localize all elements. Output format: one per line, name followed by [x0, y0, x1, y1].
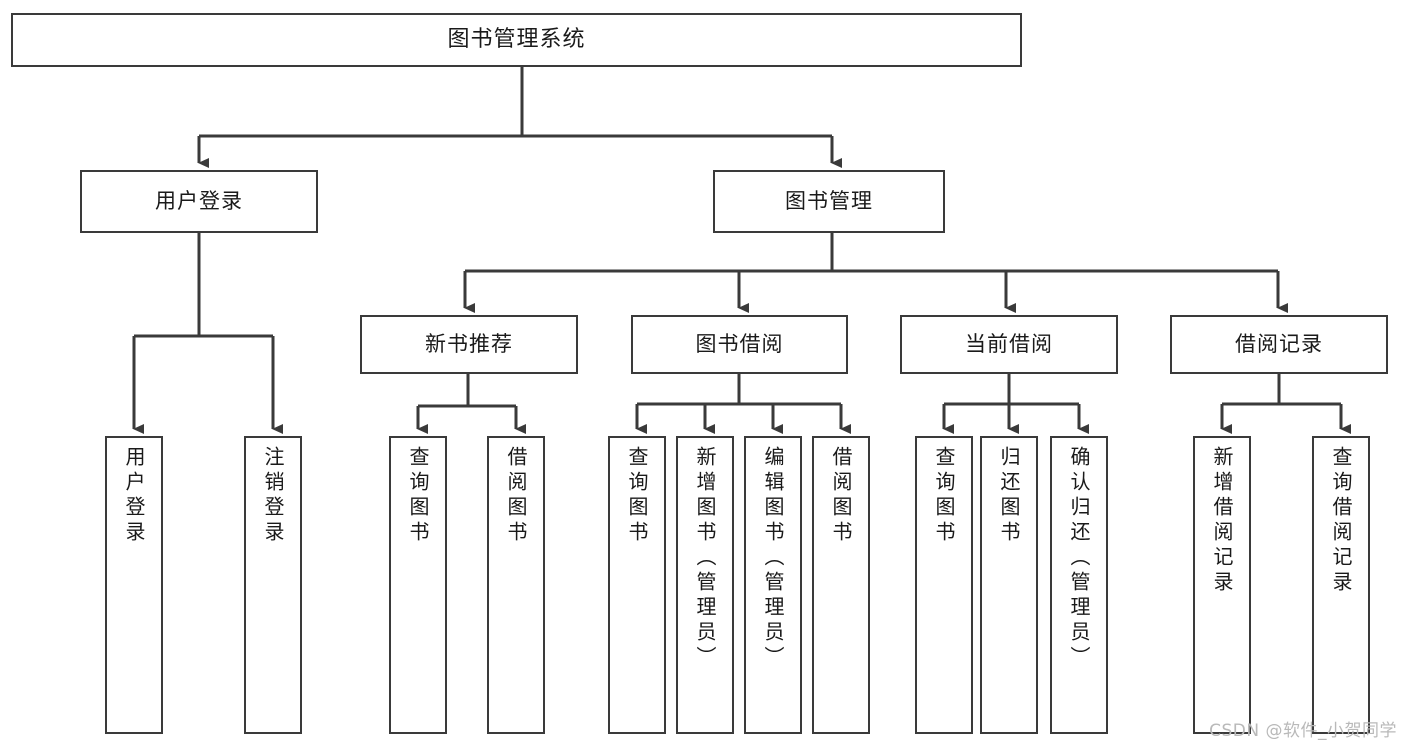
leaf-new-book-borrow-label: 借阅图书 [504, 446, 528, 546]
watermark-text: CSDN @软件_小贺同学 [1209, 721, 1397, 741]
node-root-label: 图书管理系统 [447, 26, 586, 52]
leaf-borrow-record-add[interactable]: 新增借阅记录 [1193, 436, 1251, 734]
node-book-management[interactable]: 图书管理 [713, 170, 945, 233]
node-user-login-label: 用户登录 [155, 188, 243, 213]
node-borrow-record-label: 借阅记录 [1235, 331, 1323, 356]
leaf-new-book-query-label: 查询图书 [406, 446, 430, 546]
leaf-book-borrow-lend-label: 借阅图书 [829, 446, 853, 546]
leaf-current-borrow-confirm-label: 确认归还（管理员） [1067, 446, 1091, 671]
leaf-current-borrow-return-label: 归还图书 [997, 446, 1021, 546]
leaf-book-borrow-edit[interactable]: 编辑图书（管理员） [744, 436, 802, 734]
leaf-book-borrow-add-label: 新增图书（管理员） [693, 446, 717, 671]
leaf-book-borrow-lend[interactable]: 借阅图书 [812, 436, 870, 734]
node-current-borrow-label: 当前借阅 [965, 331, 1053, 356]
leaf-current-borrow-return[interactable]: 归还图书 [980, 436, 1038, 734]
node-current-borrow[interactable]: 当前借阅 [900, 315, 1118, 374]
leaf-user-login-signin[interactable]: 用户登录 [105, 436, 163, 734]
leaf-borrow-record-add-label: 新增借阅记录 [1210, 446, 1234, 596]
node-borrow-record[interactable]: 借阅记录 [1170, 315, 1388, 374]
leaf-book-borrow-query-label: 查询图书 [625, 446, 649, 546]
leaf-book-borrow-query[interactable]: 查询图书 [608, 436, 666, 734]
leaf-book-borrow-add[interactable]: 新增图书（管理员） [676, 436, 734, 734]
leaf-borrow-record-query[interactable]: 查询借阅记录 [1312, 436, 1370, 734]
node-book-borrow[interactable]: 图书借阅 [631, 315, 848, 374]
leaf-user-login-signin-label: 用户登录 [122, 446, 146, 546]
node-book-management-label: 图书管理 [785, 188, 873, 213]
leaf-current-borrow-query-label: 查询图书 [932, 446, 956, 546]
leaf-new-book-borrow[interactable]: 借阅图书 [487, 436, 545, 734]
leaf-current-borrow-confirm[interactable]: 确认归还（管理员） [1050, 436, 1108, 734]
leaf-borrow-record-query-label: 查询借阅记录 [1329, 446, 1353, 596]
node-root-system[interactable]: 图书管理系统 [11, 13, 1022, 67]
leaf-book-borrow-edit-label: 编辑图书（管理员） [761, 446, 785, 671]
leaf-new-book-query[interactable]: 查询图书 [389, 436, 447, 734]
node-new-book-recommend-label: 新书推荐 [425, 331, 513, 356]
node-user-login[interactable]: 用户登录 [80, 170, 318, 233]
node-book-borrow-label: 图书借阅 [695, 331, 784, 356]
leaf-user-login-signout[interactable]: 注销登录 [244, 436, 302, 734]
leaf-user-login-signout-label: 注销登录 [261, 446, 285, 546]
leaf-current-borrow-query[interactable]: 查询图书 [915, 436, 973, 734]
node-new-book-recommend[interactable]: 新书推荐 [360, 315, 578, 374]
